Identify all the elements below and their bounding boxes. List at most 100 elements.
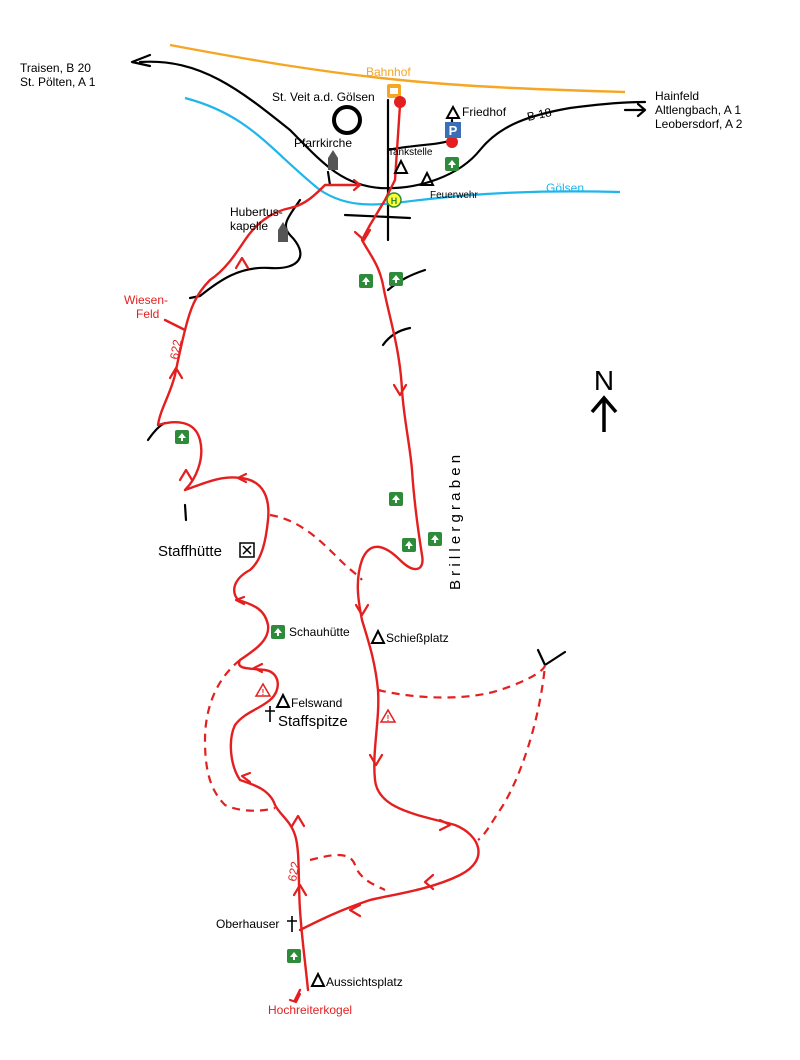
town-circle-icon (332, 105, 362, 135)
side-road-west (146, 421, 167, 442)
label-wiesenfeld-2: Feld (136, 307, 159, 321)
trail-arrow-18 (290, 814, 306, 828)
main-road-b18 (138, 60, 647, 190)
local-road-south (343, 213, 412, 220)
parking-icon: P (445, 122, 461, 138)
friedhof-point (446, 136, 458, 148)
railway-line (169, 43, 626, 94)
trail-dashed-2 (377, 664, 547, 841)
label-oberhauser: Oberhauser (216, 917, 279, 931)
label-feuerwehr: Feuerwehr (430, 190, 478, 201)
church-icon (328, 150, 338, 170)
trail-arrow-9 (236, 472, 248, 484)
label-staffhuette: Staffhütte (158, 543, 222, 560)
trail-arrow-1 (352, 178, 362, 192)
label-schauhuette: Schauhütte (289, 625, 350, 639)
warning-icon: ! (254, 682, 272, 697)
label-hubertus-1: Hubertus- (230, 205, 283, 219)
rest-area-icon (428, 532, 442, 546)
summit-cross-icon (287, 916, 297, 932)
svg-text:N: N (594, 365, 614, 396)
trail-arrow-7 (348, 903, 362, 918)
trail-arrow-12 (240, 771, 252, 784)
trail-arrow-5 (438, 818, 452, 832)
peak-friedhof-icon (445, 104, 461, 119)
rest-area-icon (402, 538, 416, 552)
svg-text:P: P (449, 123, 458, 138)
label-aussichtsplatz: Aussichtsplatz (326, 975, 403, 989)
chapel-icon (278, 222, 288, 242)
rest-area-icon (271, 625, 285, 639)
svg-text:!: ! (387, 714, 390, 723)
rest-area-icon (389, 272, 403, 286)
rest-area-icon (445, 157, 459, 171)
summit-cross-icon (265, 706, 275, 722)
station-point (394, 96, 406, 108)
trail-arrow-11 (252, 662, 264, 674)
svg-text:H: H (391, 196, 398, 206)
label-stveit: St. Veit a.d. Gölsen (272, 90, 375, 104)
label-goelsen: Gölsen (546, 181, 584, 195)
label-tankstelle: Tankstelle (388, 147, 433, 158)
trail-arrow-3 (354, 603, 370, 617)
trail-arrow-17 (288, 992, 302, 1004)
rest-area-icon (389, 492, 403, 506)
arrow-east (623, 102, 647, 118)
peak-feuerwehr-icon (419, 170, 435, 186)
label-traisen: Traisen, B 20 (20, 61, 91, 75)
peak-schiessplatz-icon (370, 628, 386, 644)
trail-west-loop (156, 183, 362, 992)
rest-area-icon (175, 430, 189, 444)
local-road-church (326, 170, 332, 187)
trail-dashed-3 (203, 659, 276, 812)
rest-area-icon (287, 949, 301, 963)
trail-arrow-10 (234, 595, 246, 606)
arrow-west (130, 53, 152, 68)
hut-icon (239, 542, 255, 558)
trail-dashed-1 (269, 513, 363, 581)
road-southeast (536, 648, 567, 667)
side-road-east (386, 268, 427, 292)
peak-felswand-icon (275, 692, 291, 708)
label-altlengbach: Altlengbach, A 1 (655, 103, 741, 117)
trail-wiesenfeld-spur (163, 318, 187, 332)
trail-arrow-2 (392, 383, 408, 397)
label-b18: B 18 (526, 105, 553, 124)
side-road-west-2 (183, 503, 188, 522)
label-brillergraben: B r i l l e r g r a b e n (447, 455, 464, 590)
label-hochreiterkogel: Hochreiterkogel (268, 1003, 352, 1017)
rest-area-icon (359, 274, 373, 288)
train-station-icon (387, 84, 401, 98)
peak-aussichtsplatz-icon (310, 971, 326, 987)
label-schiessplatz: Schießplatz (386, 631, 449, 645)
warning-icon: ! (379, 708, 397, 723)
road-hubertus (188, 198, 302, 300)
label-route-622-bottom: 622 (285, 860, 302, 882)
label-hubertus-2: kapelle (230, 219, 268, 233)
river-goelsen (184, 96, 621, 206)
label-stpoelten: St. Pölten, A 1 (20, 75, 96, 89)
svg-text:!: ! (262, 688, 265, 697)
label-friedhof: Friedhof (462, 105, 507, 119)
north-arrow-icon: N (590, 365, 618, 432)
peak-tankstelle-icon (393, 158, 409, 174)
trail-dashed-4 (309, 853, 386, 891)
side-road-east-2 (381, 326, 412, 347)
label-felswand: Felswand (291, 696, 342, 710)
label-staffspitze: Staffspitze (278, 713, 348, 730)
label-pfarrkirche: Pfarrkirche (294, 136, 352, 150)
trail-summit-spur (293, 988, 302, 1002)
label-hainfeld: Hainfeld (655, 89, 699, 103)
label-route-622-top: 622 (167, 338, 184, 360)
label-wiesenfeld-1: Wiesen- (124, 293, 168, 307)
trail-arrow-13 (178, 468, 194, 482)
trail-arrow-15 (234, 256, 250, 270)
label-bahnhof: Bahnhof (366, 65, 411, 79)
trail-arrow-14 (168, 366, 184, 380)
trail-arrow-16 (353, 228, 372, 242)
trail-arrow-6 (423, 873, 435, 891)
trail-arrow-8 (292, 883, 308, 897)
bus-stop-icon: H (386, 192, 402, 208)
trail-arrow-4 (368, 753, 384, 767)
